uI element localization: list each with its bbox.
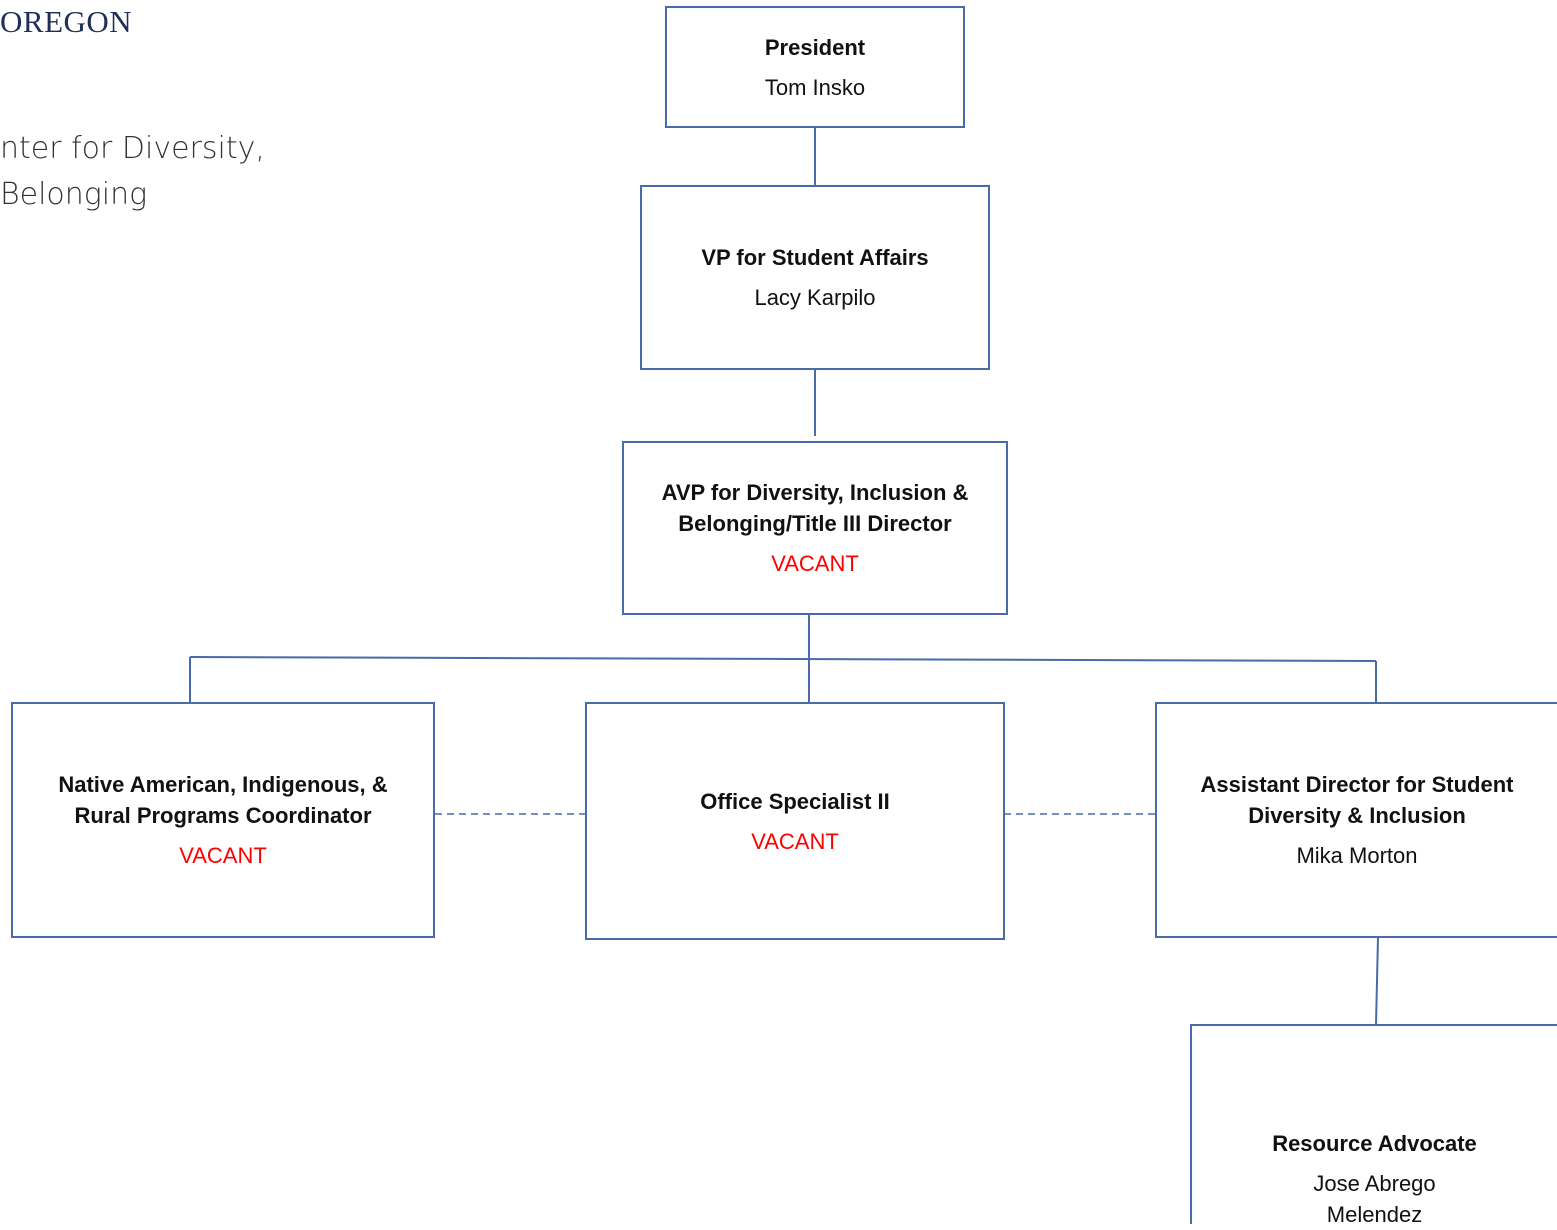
connector-horizontal-bar <box>189 656 1377 662</box>
asst-director-role-line-2: Diversity & Inclusion <box>1248 803 1466 828</box>
office-specialist-role: Office Specialist II <box>700 788 890 814</box>
office-specialist-name: VACANT <box>751 828 839 854</box>
vp-student-affairs-box: VP for Student Affairs Lacy Karpilo <box>640 185 990 370</box>
asst-director-role-line-1: Assistant Director for Student <box>1200 772 1514 797</box>
president-box: President Tom Insko <box>665 6 965 128</box>
native-programs-coordinator-box: Native American, Indigenous, & Rural Pro… <box>11 702 435 938</box>
native-programs-role-line-1: Native American, Indigenous, & <box>58 772 388 797</box>
avp-role-line-1: AVP for Diversity, Inclusion & <box>661 480 969 505</box>
vp-role: VP for Student Affairs <box>701 245 929 270</box>
connector-asst-resource <box>1375 936 1379 1026</box>
avp-role-line-2: Belonging/Title III Director <box>678 511 952 536</box>
page-title: nter for Diversity, Belonging <box>0 126 340 218</box>
avp-name: VACANT <box>771 551 859 576</box>
office-specialist-box: Office Specialist II VACANT <box>585 702 1005 940</box>
page-title-line-2: Belonging <box>0 177 148 212</box>
page-title-line-1: nter for Diversity, <box>0 131 265 166</box>
native-programs-role-line-2: Rural Programs Coordinator <box>74 803 372 828</box>
native-programs-name: VACANT <box>179 843 267 868</box>
assistant-director-box: Assistant Director for Student Diversity… <box>1155 702 1557 938</box>
resource-advocate-name-line-2: Melendez <box>1326 1202 1423 1227</box>
oregon-logo: OREGON <box>0 4 133 39</box>
resource-advocate-box: Resource Advocate Jose Abrego Melendez <box>1190 1024 1557 1227</box>
president-role: President <box>764 34 866 60</box>
resource-advocate-name-line-1: Jose Abrego <box>1313 1171 1436 1196</box>
avp-diversity-box: AVP for Diversity, Inclusion & Belonging… <box>622 441 1008 615</box>
president-name: Tom Insko <box>764 74 866 100</box>
resource-advocate-role: Resource Advocate <box>1272 1131 1477 1156</box>
vp-name: Lacy Karpilo <box>754 285 876 310</box>
asst-director-name: Mika Morton <box>1296 843 1418 868</box>
